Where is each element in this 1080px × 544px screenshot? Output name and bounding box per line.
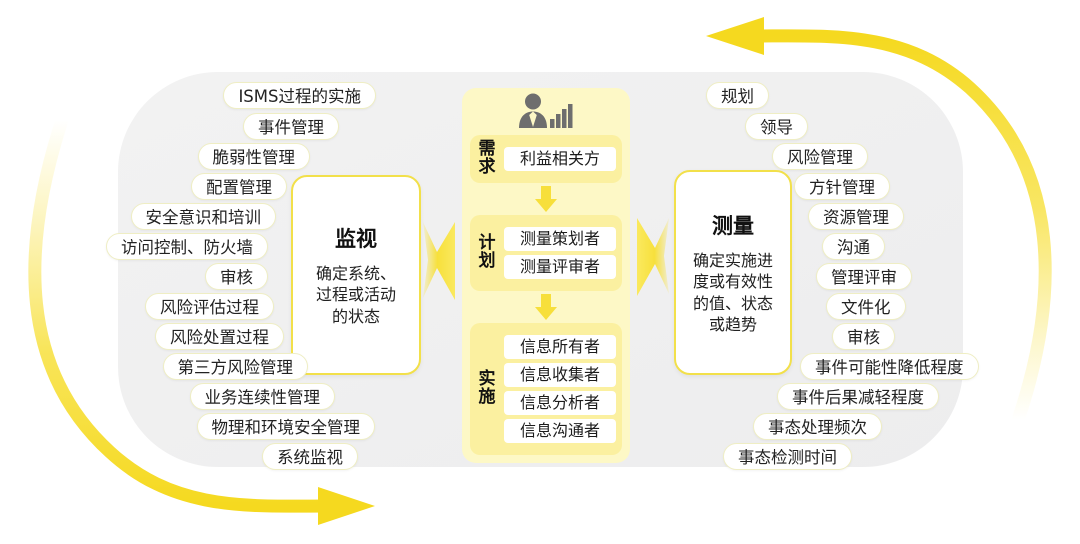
right-item-7[interactable]: 文件化 xyxy=(826,293,906,320)
phase-req-char-1: 需 xyxy=(478,139,496,160)
measure-card: 测量 确定实施进 度或有效性 的值、状态 或趋势 xyxy=(674,170,792,375)
monitor-card-desc: 确定系统、 过程或活动 的状态 xyxy=(316,263,396,326)
phase-impl-item-0[interactable]: 信息所有者 xyxy=(504,335,616,359)
arrow-down-2 xyxy=(535,294,557,320)
outer-bottom-arrowhead xyxy=(318,487,375,525)
measure-desc-line-2: 度或有效性 xyxy=(692,272,773,292)
center-panel: 需 求 利益相关方 计 划 测量策划者 测量评审者 xyxy=(462,88,630,463)
left-item-7[interactable]: 风险评估过程 xyxy=(145,293,274,320)
phase-plan-char-2: 划 xyxy=(478,251,496,271)
phase-req-char-2: 求 xyxy=(478,157,496,177)
left-item-10[interactable]: 业务连续性管理 xyxy=(189,383,335,410)
left-item-1[interactable]: 事件管理 xyxy=(243,113,339,140)
phase-impl-char-1: 实 xyxy=(478,369,496,390)
person-with-bar-chart-icon xyxy=(519,93,573,128)
center-to-left-arrow xyxy=(423,222,455,300)
phase-plan-item-0[interactable]: 测量策划者 xyxy=(504,227,616,251)
monitor-card-title: 监视 xyxy=(335,227,377,252)
left-item-0[interactable]: ISMS过程的实施 xyxy=(223,82,376,109)
phase-requirement-items: 利益相关方 xyxy=(504,141,622,177)
right-item-3[interactable]: 方针管理 xyxy=(794,173,890,200)
right-item-12[interactable]: 事态检测时间 xyxy=(723,443,852,470)
left-item-4[interactable]: 安全意识和培训 xyxy=(130,203,276,230)
left-item-12[interactable]: 系统监视 xyxy=(262,443,358,470)
measure-card-title: 测量 xyxy=(712,214,754,239)
phase-requirement-label: 需 求 xyxy=(470,139,504,177)
center-to-right-arrow xyxy=(637,218,669,296)
right-item-5[interactable]: 沟通 xyxy=(822,233,885,260)
phase-impl-item-2[interactable]: 信息分析者 xyxy=(504,391,616,415)
monitor-card: 监视 确定系统、 过程或活动 的状态 xyxy=(291,175,421,375)
right-item-6[interactable]: 管理评审 xyxy=(816,263,912,290)
outer-top-arrowhead xyxy=(706,17,764,55)
measure-card-desc: 确定实施进 度或有效性 的值、状态 或趋势 xyxy=(693,250,773,334)
monitor-desc-line-1: 确定系统、 xyxy=(315,264,396,284)
phase-impl-char-2: 施 xyxy=(478,387,496,407)
monitor-desc-line-2: 过程或活动 xyxy=(315,285,396,305)
left-item-11[interactable]: 物理和环境安全管理 xyxy=(196,413,375,440)
measure-desc-line-1: 确定实施进 xyxy=(692,251,773,271)
left-item-9[interactable]: 第三方风险管理 xyxy=(162,353,308,380)
outer-top-loop-arrow xyxy=(745,29,1052,427)
monitor-desc-line-3: 的状态 xyxy=(331,306,380,326)
measure-desc-line-3: 的值、状态 xyxy=(692,293,773,313)
arrow-down-1 xyxy=(535,186,557,212)
phase-requirement: 需 求 利益相关方 xyxy=(470,135,622,183)
right-item-11[interactable]: 事态处理频次 xyxy=(753,413,882,440)
right-item-4[interactable]: 资源管理 xyxy=(808,203,904,230)
measure-desc-line-4: 或趋势 xyxy=(708,314,757,334)
right-item-0[interactable]: 规划 xyxy=(706,82,769,109)
phase-plan-char-1: 计 xyxy=(478,233,496,254)
right-item-1[interactable]: 领导 xyxy=(745,113,808,140)
phase-req-item-0[interactable]: 利益相关方 xyxy=(504,147,616,171)
phase-impl-item-1[interactable]: 信息收集者 xyxy=(504,363,616,387)
phase-implement-items: 信息所有者 信息收集者 信息分析者 信息沟通者 xyxy=(504,329,622,449)
left-item-8[interactable]: 风险处置过程 xyxy=(155,323,284,350)
left-item-2[interactable]: 脆弱性管理 xyxy=(197,143,310,170)
right-item-10[interactable]: 事件后果减轻程度 xyxy=(777,383,939,410)
phase-impl-item-3[interactable]: 信息沟通者 xyxy=(504,419,616,443)
phase-plan: 计 划 测量策划者 测量评审者 xyxy=(470,215,622,291)
phase-implement: 实 施 信息所有者 信息收集者 信息分析者 信息沟通者 xyxy=(470,323,622,455)
outer-bottom-loop-arrow xyxy=(28,113,337,513)
phase-implement-label: 实 施 xyxy=(470,369,504,407)
left-item-3[interactable]: 配置管理 xyxy=(191,173,287,200)
right-item-2[interactable]: 风险管理 xyxy=(772,143,868,170)
left-item-6[interactable]: 审核 xyxy=(205,263,268,290)
phase-plan-item-1[interactable]: 测量评审者 xyxy=(504,255,616,279)
phase-plan-items: 测量策划者 测量评审者 xyxy=(504,221,622,285)
phase-plan-label: 计 划 xyxy=(470,233,504,271)
right-item-9[interactable]: 事件可能性降低程度 xyxy=(800,353,979,380)
right-item-8[interactable]: 审核 xyxy=(832,323,895,350)
left-item-5[interactable]: 访问控制、防火墙 xyxy=(106,233,268,260)
